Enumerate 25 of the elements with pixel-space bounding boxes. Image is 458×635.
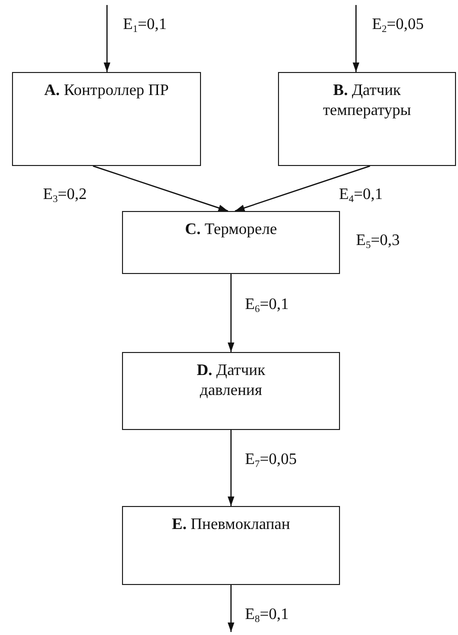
arrow bbox=[228, 585, 234, 632]
box-label: A. Контроллер ПР bbox=[44, 81, 169, 101]
box-label: C. Термореле bbox=[185, 220, 277, 240]
arrow bbox=[228, 430, 234, 506]
edge-label: E$_{8}$=0,1 bbox=[244, 606, 290, 624]
arrow bbox=[352, 5, 360, 72]
edge-label: E$_{3}$=0,2 bbox=[42, 186, 88, 204]
box-label: D. Датчик давления bbox=[196, 361, 266, 401]
arrow bbox=[228, 274, 234, 352]
note-label: E$_{5}$=0,3 bbox=[355, 232, 401, 250]
process-box bbox=[278, 72, 456, 166]
process-box bbox=[12, 72, 201, 166]
arrow bbox=[92, 165, 228, 212]
process-box bbox=[122, 352, 340, 430]
process-box bbox=[122, 506, 340, 585]
box-label: E. Пневмоклапан bbox=[172, 515, 290, 535]
arrow bbox=[234, 165, 370, 212]
process-box bbox=[122, 211, 340, 274]
edge-label: E$_{6}$=0,1 bbox=[244, 296, 290, 314]
edge-label: E$_{4}$=0,1 bbox=[338, 186, 384, 204]
edge-label: E$_{7}$=0,05 bbox=[244, 451, 298, 469]
arrow bbox=[104, 5, 110, 72]
edge-label: E$_{2}$=0,05 bbox=[371, 16, 425, 34]
edge-label: E$_{1}$=0,1 bbox=[122, 16, 168, 34]
box-label: B. Датчик температуры bbox=[322, 81, 412, 121]
